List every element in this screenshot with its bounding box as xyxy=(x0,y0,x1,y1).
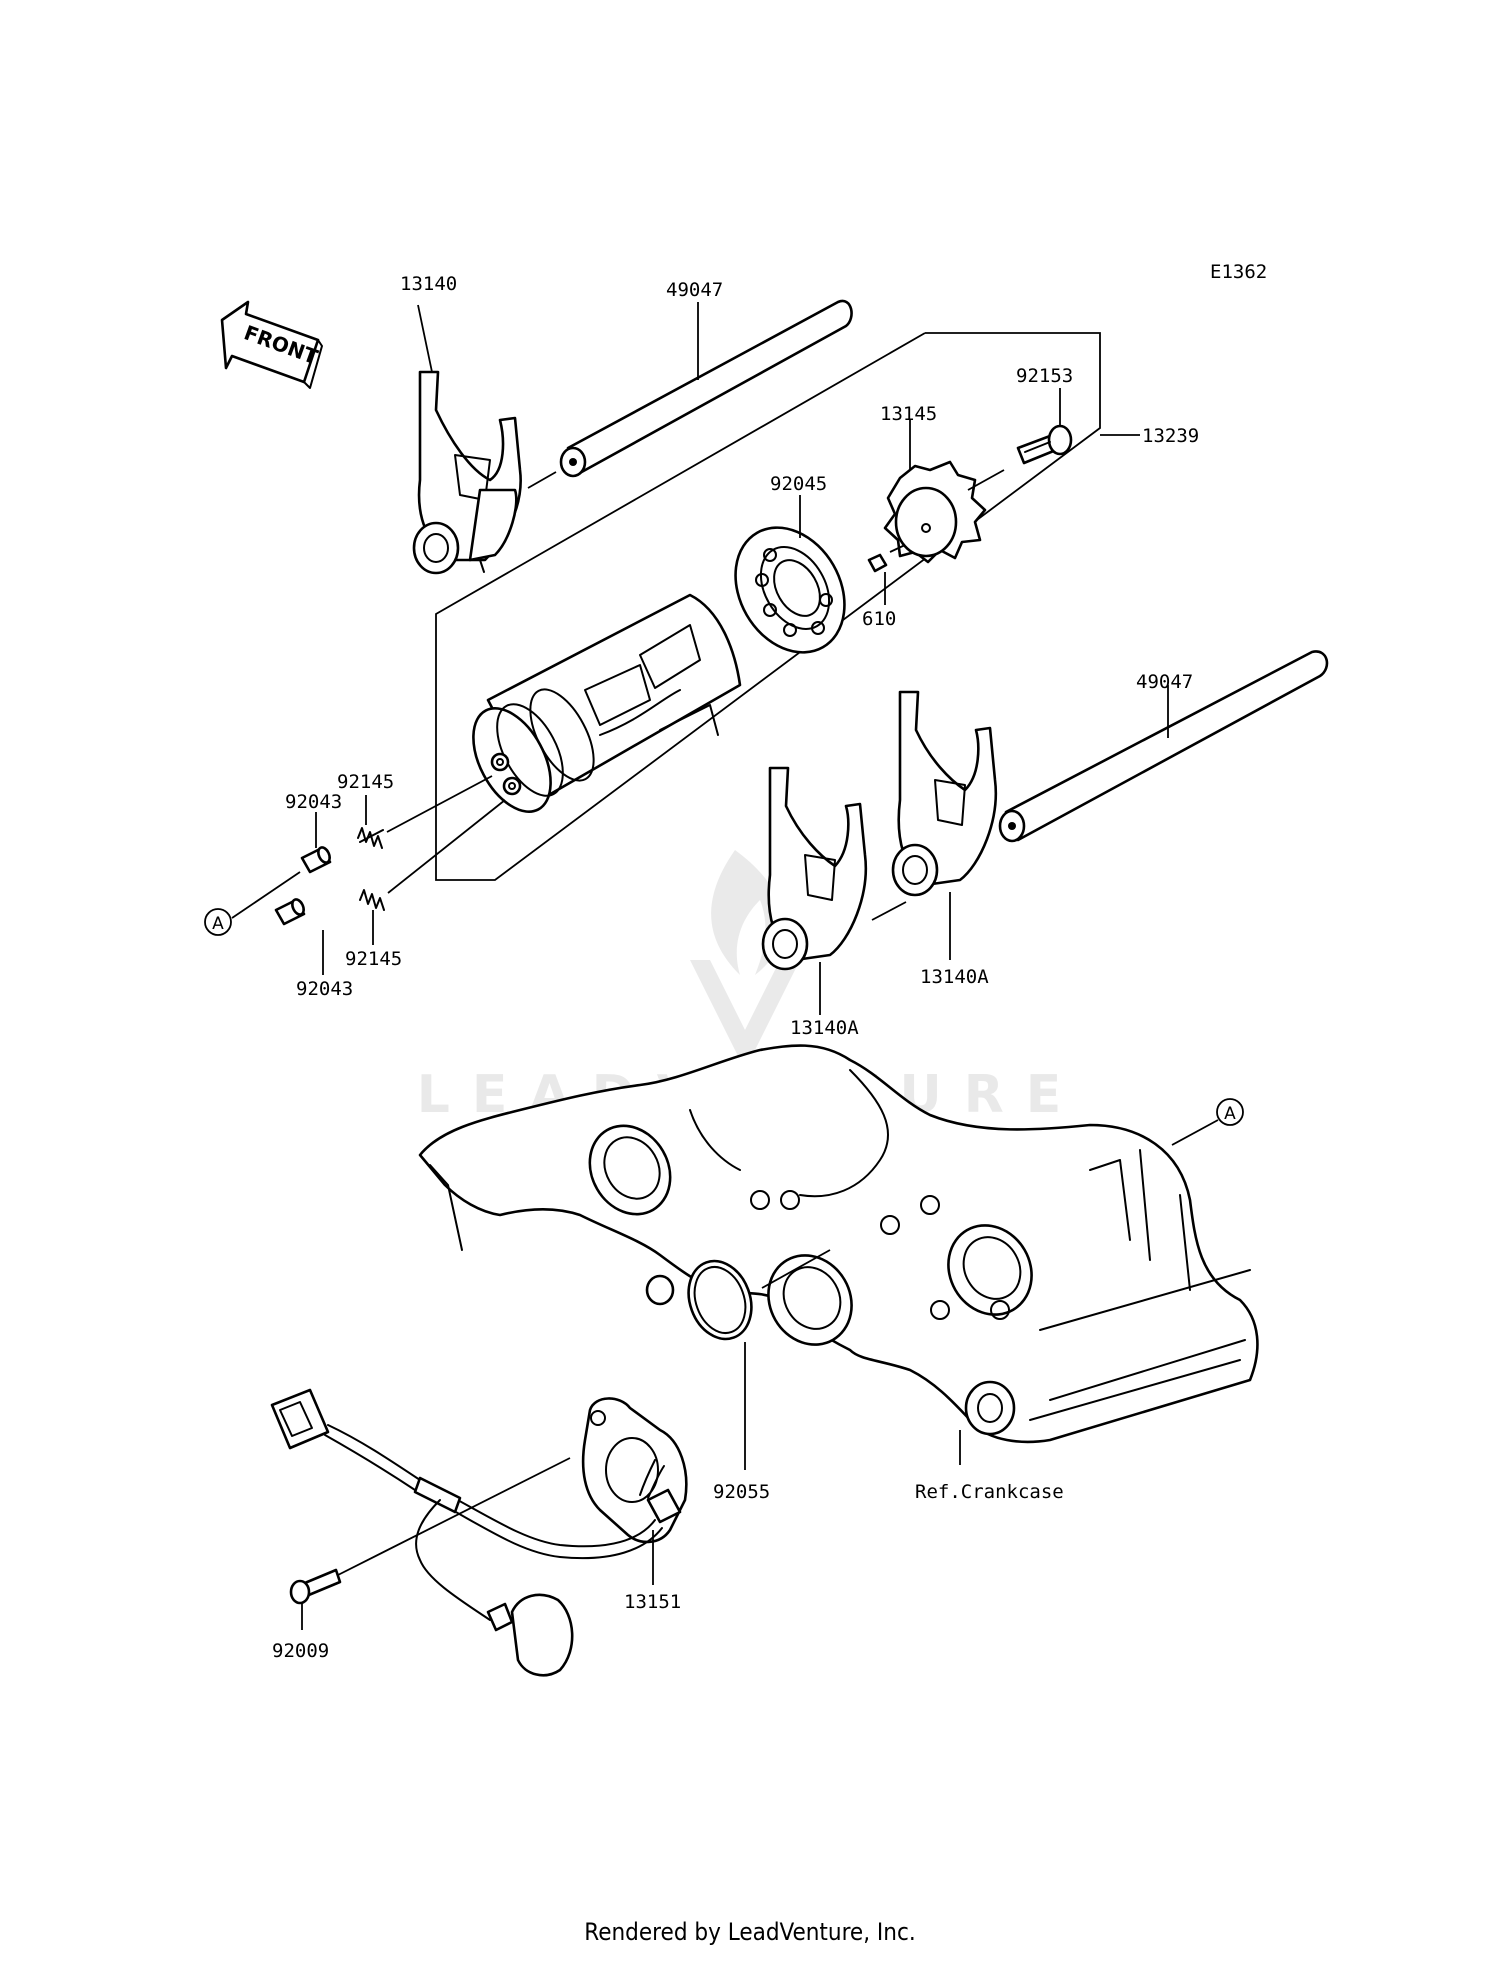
callout-13140: 13140 xyxy=(400,273,457,295)
ref-marker-a-left: A xyxy=(204,908,232,936)
callout-92009: 92009 xyxy=(272,1640,329,1662)
front-arrow-icon: FRONT xyxy=(220,300,323,389)
callout-92153: 92153 xyxy=(1016,365,1073,387)
callout-92043-top: 92043 xyxy=(285,791,342,813)
pin-92043-bottom xyxy=(274,898,306,926)
pin-92043-top xyxy=(300,846,332,874)
callout-49047-top: 49047 xyxy=(666,279,723,301)
assembly-bracket-13239 xyxy=(435,332,1101,881)
bearing-92045 xyxy=(734,526,846,654)
bolt-92009 xyxy=(289,1568,342,1605)
pin-610 xyxy=(867,553,888,573)
diagram-code: E1362 xyxy=(1210,261,1267,283)
callout-13145: 13145 xyxy=(880,403,937,425)
callout-92043-bottom: 92043 xyxy=(296,978,353,1000)
callout-92145-bottom: 92145 xyxy=(345,948,402,970)
fork-shaft-49047-right xyxy=(998,650,1329,843)
crankcase-reference xyxy=(418,1044,1259,1444)
callout-13151: 13151 xyxy=(624,1591,681,1613)
o-ring-92055 xyxy=(687,1259,753,1341)
callout-610: 610 xyxy=(862,608,896,630)
bolt-92153 xyxy=(1016,424,1073,465)
ref-crankcase-label: Ref.Crankcase xyxy=(915,1481,1064,1503)
gear-position-sensor-13151 xyxy=(581,1397,688,1544)
ref-marker-a-right: A xyxy=(1216,1098,1244,1126)
ref-marker-a-right-label: A xyxy=(1224,1104,1236,1124)
spring-92145-top xyxy=(357,827,384,849)
callout-13140A-right: 13140A xyxy=(920,966,989,988)
ref-marker-a-left-label: A xyxy=(212,914,224,934)
fork-shaft-49047-top xyxy=(559,299,853,478)
shift-fork-13140A-right xyxy=(891,690,998,897)
wiring-harness xyxy=(270,1388,663,1677)
callout-13140A-left: 13140A xyxy=(790,1017,859,1039)
shift-fork-13140A-left xyxy=(761,766,868,971)
rendered-by-footer: Rendered by LeadVenture, Inc. xyxy=(584,1918,916,1946)
callout-92145-top: 92145 xyxy=(337,771,394,793)
callout-13239: 13239 xyxy=(1142,425,1199,447)
spring-92145-bottom xyxy=(359,889,385,911)
shift-fork-13140 xyxy=(412,370,522,575)
callout-92055: 92055 xyxy=(713,1481,770,1503)
callout-49047-right: 49047 xyxy=(1136,671,1193,693)
drum-cam-13145 xyxy=(883,460,987,564)
shift-drum xyxy=(472,593,742,813)
callout-92045: 92045 xyxy=(770,473,827,495)
